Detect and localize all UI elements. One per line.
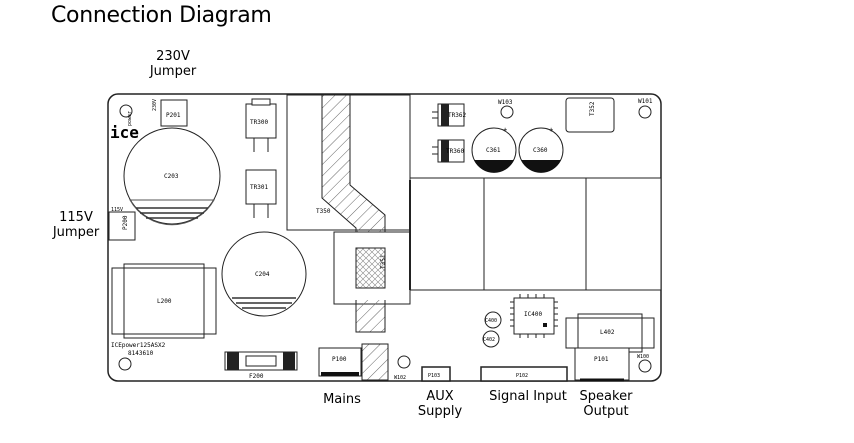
page-title: Connection Diagram bbox=[51, 3, 272, 28]
connector-p102 bbox=[480, 366, 568, 382]
label-aux-line1: AUX bbox=[426, 389, 454, 404]
capacitor-c203-band bbox=[129, 199, 215, 226]
tr362-label: TR362 bbox=[448, 112, 466, 119]
ic400-label: IC400 bbox=[524, 311, 542, 318]
connector-p103 bbox=[421, 366, 451, 382]
label-115v-line1: 115V bbox=[59, 210, 93, 225]
model-text-line1: ICEpower125ASX2 bbox=[111, 342, 166, 349]
230v-silk-label: 230V bbox=[152, 99, 158, 111]
tr360-legs bbox=[432, 146, 438, 155]
mounting-hole-top-left bbox=[119, 104, 133, 118]
chip-ic400 bbox=[513, 297, 555, 335]
p101-label: P101 bbox=[594, 356, 609, 363]
p100-label: P100 bbox=[332, 356, 347, 363]
tr301-label: TR301 bbox=[250, 184, 268, 191]
p200-label: P200 bbox=[122, 215, 129, 230]
t351-label: T351 bbox=[380, 254, 387, 269]
model-text-line2: 8143610 bbox=[128, 350, 154, 357]
capacitor-c203-stripes bbox=[136, 207, 208, 219]
t351-core bbox=[355, 247, 386, 289]
ice-logo-sub: power bbox=[127, 111, 133, 126]
fuse-cap-right bbox=[283, 352, 295, 370]
label-mains: Mains bbox=[323, 392, 361, 407]
label-aux-supply: AUX Supply bbox=[410, 389, 470, 419]
w103-label: W103 bbox=[498, 99, 513, 106]
c203-label: C203 bbox=[164, 173, 179, 180]
tr300-legs bbox=[253, 138, 269, 152]
ic400-marker bbox=[543, 323, 547, 327]
inductor-l200 bbox=[111, 267, 217, 335]
capacitor-c204-stripes bbox=[232, 297, 296, 309]
mounting-hole-w101 bbox=[638, 105, 652, 119]
label-speaker-line2: Output bbox=[583, 404, 629, 419]
c402-label: C402 bbox=[483, 337, 495, 343]
c361-label: C361 bbox=[486, 147, 501, 154]
l402-label: L402 bbox=[600, 329, 615, 336]
t350-label: T350 bbox=[316, 208, 331, 215]
capacitor-c402 bbox=[482, 330, 500, 348]
tr360-tab bbox=[441, 140, 449, 162]
f200-label: F200 bbox=[249, 373, 264, 380]
ic400-pins bbox=[510, 294, 558, 338]
ice-logo: ice bbox=[110, 123, 139, 142]
w101-label: W101 bbox=[638, 98, 653, 105]
label-signal-input: Signal Input bbox=[489, 389, 567, 404]
t351-lead bbox=[355, 300, 386, 333]
p103-label: P103 bbox=[428, 373, 440, 379]
p201-jumper bbox=[160, 99, 188, 127]
c361-band bbox=[474, 160, 514, 173]
tr300-label: TR300 bbox=[250, 119, 268, 126]
label-115v-line2: Jumper bbox=[52, 225, 100, 240]
mounting-hole-bottom-left bbox=[118, 357, 132, 371]
tr362-legs bbox=[432, 111, 438, 119]
fuse-body bbox=[245, 355, 277, 367]
c360-plus: + bbox=[549, 126, 553, 134]
tr362-tab bbox=[441, 104, 449, 126]
c361-plus: + bbox=[503, 126, 507, 134]
label-230v-line1: 230V bbox=[156, 49, 190, 64]
p102-label: P102 bbox=[516, 373, 528, 379]
connector-p101 bbox=[574, 347, 630, 381]
inductor-l200-core bbox=[123, 263, 205, 339]
c360-band bbox=[521, 160, 561, 173]
t352-label: T352 bbox=[589, 101, 596, 116]
heatsink bbox=[409, 177, 662, 291]
component-t352 bbox=[565, 97, 615, 133]
tr301-legs bbox=[253, 204, 269, 218]
p201-label: P201 bbox=[166, 112, 181, 119]
mounting-hole-w100 bbox=[638, 359, 652, 373]
inductor-l402 bbox=[565, 317, 655, 349]
heatsink-dividers bbox=[483, 178, 587, 290]
p200-jumper bbox=[108, 211, 136, 241]
transistor-tr301 bbox=[245, 169, 277, 205]
p100-base bbox=[321, 372, 359, 376]
fuse-cap-left bbox=[227, 352, 239, 370]
c204-label: C204 bbox=[255, 271, 270, 278]
label-115v-jumper: 115V Jumper bbox=[48, 210, 104, 240]
transistor-tr300-tab bbox=[251, 98, 271, 106]
label-aux-line2: Supply bbox=[417, 404, 463, 419]
label-230v-line2: Jumper bbox=[149, 64, 197, 79]
mounting-hole-w102 bbox=[397, 355, 411, 369]
c360-label: C360 bbox=[533, 147, 548, 154]
115v-silk-label: 115V bbox=[111, 207, 123, 213]
capacitor-c204 bbox=[221, 231, 307, 317]
label-speaker-line1: Speaker bbox=[579, 389, 633, 404]
tr360-label: TR360 bbox=[446, 148, 464, 155]
w100-label: W100 bbox=[637, 354, 649, 360]
label-speaker-output: Speaker Output bbox=[572, 389, 640, 419]
label-230v-jumper: 230V Jumper bbox=[137, 49, 209, 79]
c400-label: C400 bbox=[485, 318, 497, 324]
l200-label: L200 bbox=[157, 298, 172, 305]
w102-label: W102 bbox=[394, 375, 406, 381]
p100-hatched-lead bbox=[361, 343, 389, 381]
capacitor-c400 bbox=[484, 311, 502, 329]
mounting-hole-w103 bbox=[500, 105, 514, 119]
